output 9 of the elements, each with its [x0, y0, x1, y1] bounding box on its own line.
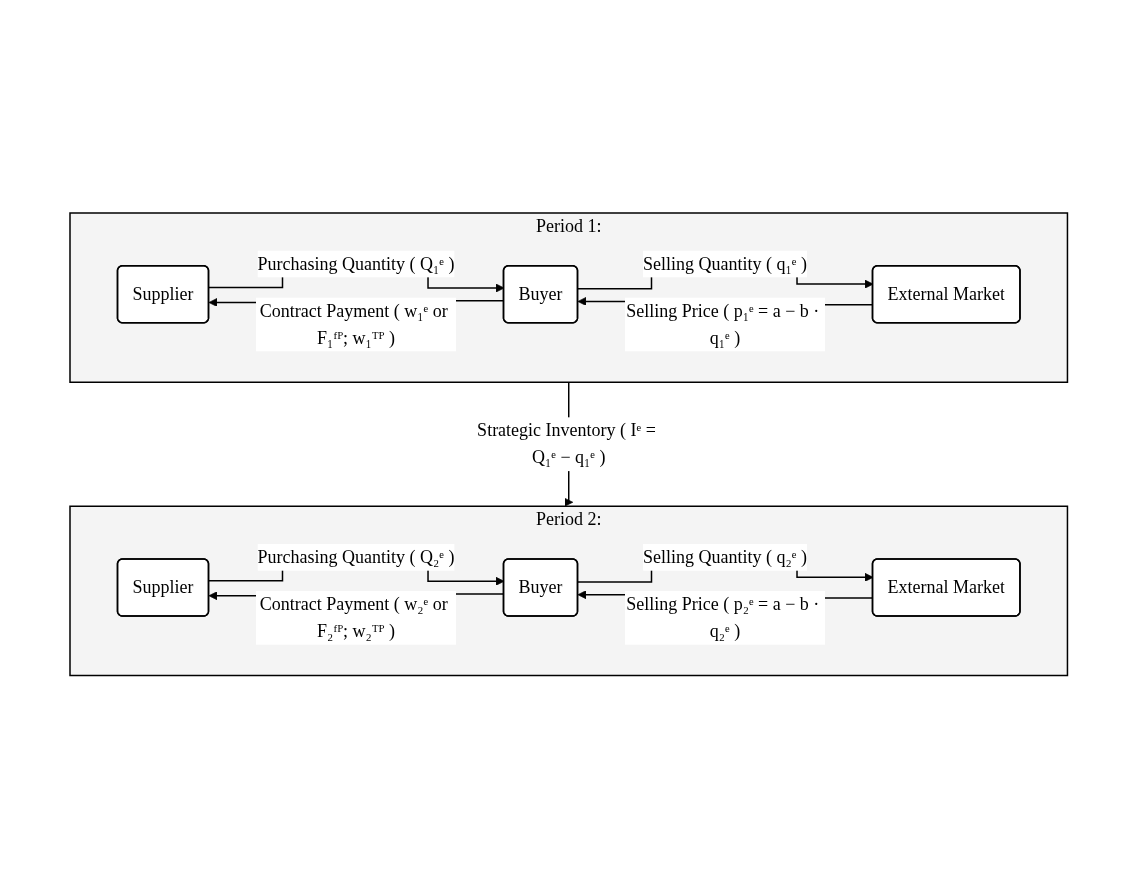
edge-label: Selling Quantity ( q₂ᵉ ): [643, 547, 808, 567]
edge-label: Selling Price ( p₂ᵉ = a − b · q₂ᵉ ): [626, 594, 820, 641]
edge-label: Purchasing Quantity ( Q₁ᵉ ): [257, 253, 455, 274]
edge-label: Contract Payment ( w₂ᵉ or F₂ᶠᴾ; w₂ᵀᴾ ): [260, 594, 448, 641]
edge-label: Purchasing Quantity ( Q₂ᵉ ): [257, 547, 455, 567]
edge-label: Selling Quantity ( q₁ᵉ ): [643, 253, 808, 274]
edge-label: Contract Payment ( w₁ᵉ or F₁ᶠᴾ; w₁ᵀᴾ ): [260, 300, 448, 348]
edge-label: Selling Price ( p₁ᵉ = a − b · q₁ᵉ ): [626, 300, 820, 348]
edge-label: Strategic Inventory ( Iᵉ = Q₁ᵉ − q₁ᵉ ): [477, 420, 657, 468]
